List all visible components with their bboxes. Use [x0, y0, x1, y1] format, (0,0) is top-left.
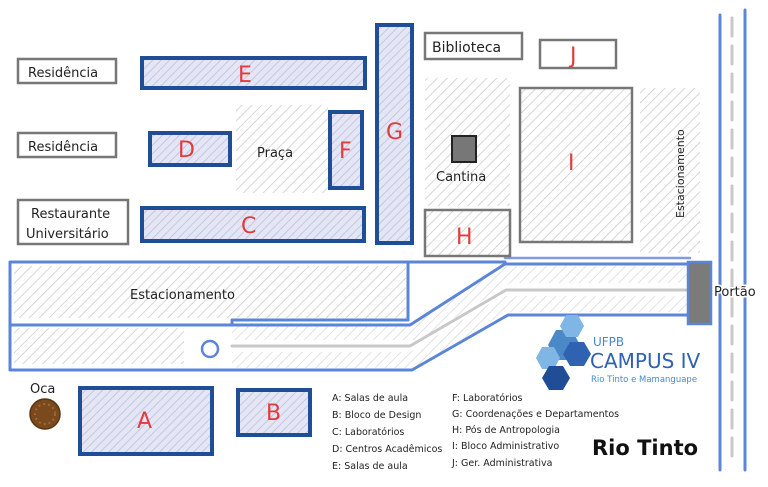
road-strip-hatch: [232, 266, 690, 340]
ufpb-logo: UFPB CAMPUS IV Rio Tinto e Mamanguape: [536, 315, 701, 390]
letter-h: H: [456, 225, 473, 250]
letter-c: C: [241, 214, 256, 239]
restaurante-box: [16, 198, 130, 246]
estacionamento-vertical-label: Estacionamento: [674, 129, 687, 218]
biblioteca-label: Biblioteca: [432, 40, 501, 56]
legend-item-f: F: Laboratórios: [452, 393, 523, 404]
legend-item-g: G: Coordenações e Departamentos: [452, 409, 619, 420]
blue-buildings: [78, 23, 414, 456]
residencia-1-label: Residência: [28, 66, 98, 81]
letter-j: J: [568, 44, 577, 69]
parking-main-area: [14, 266, 406, 318]
building-g: [375, 23, 414, 245]
estacionamento-main-label: Estacionamento: [130, 288, 235, 303]
portao-label: Portão: [714, 285, 756, 300]
building-i: [518, 86, 634, 244]
legend-item-h: H: Pós de Antropologia: [452, 425, 560, 436]
letter-d: D: [178, 138, 195, 163]
gray-buildings: [423, 38, 634, 258]
building-b: [236, 388, 312, 437]
legend-item-d: D: Centros Acadêmicos: [332, 444, 442, 455]
building-d: [148, 131, 232, 167]
letter-g: G: [386, 120, 403, 145]
letter-e: E: [238, 63, 252, 88]
letter-a: A: [137, 409, 152, 434]
roads: [8, 8, 747, 472]
praca-area: [236, 105, 328, 193]
logo-campus: CAMPUS IV: [590, 349, 701, 373]
rio-tinto-label: Rio Tinto: [592, 436, 698, 460]
oca-marker: [29, 398, 61, 430]
logo-hex-2: [560, 315, 584, 337]
building-a: [78, 386, 214, 456]
letter-i: I: [568, 151, 575, 176]
oca-label: Oca: [30, 382, 55, 397]
biblioteca-box: [423, 31, 524, 61]
building-e: [140, 56, 367, 90]
legend-item-c: C: Laboratórios: [332, 427, 404, 438]
oca-texture: [34, 403, 56, 425]
roundabout: [200, 339, 220, 359]
letter-f: F: [339, 139, 352, 164]
letter-b: B: [266, 401, 281, 426]
cantina-label: Cantina: [436, 170, 486, 185]
logo-hex-5: [563, 342, 591, 366]
building-j: [538, 38, 618, 70]
road-strip-hatch-2: [232, 296, 690, 368]
logo-sub: Rio Tinto e Mamanguape: [591, 375, 697, 385]
building-c: [140, 206, 366, 243]
parking-lower-area: [14, 328, 184, 364]
praca-label: Praça: [257, 146, 293, 161]
gate: [686, 260, 713, 326]
residencia-2-box: [16, 131, 118, 159]
cantina-building: [451, 135, 477, 163]
logo-hex-4: [542, 366, 570, 390]
logo-ufpb: UFPB: [593, 335, 624, 349]
restaurante-label: Restaurante: [31, 207, 110, 222]
building-h: [423, 208, 512, 258]
legend-item-e: E: Salas de aula: [332, 461, 408, 472]
legend-item-j: J: Ger. Administrativa: [451, 458, 552, 469]
building-f: [328, 110, 364, 190]
residencia-1-box: [16, 57, 118, 85]
legend-item-b: B: Bloco de Design: [332, 410, 421, 421]
legend-item-i: I: Bloco Administrativo: [452, 441, 559, 452]
residencia-2-label: Residência: [28, 140, 98, 155]
legend: A: Salas de aula B: Bloco de Design C: L…: [332, 393, 619, 472]
logo-hex-3: [536, 347, 560, 369]
universitario-label: Universitário: [26, 227, 109, 242]
legend-item-a: A: Salas de aula: [332, 393, 408, 404]
parking-vertical-area: [640, 88, 700, 253]
